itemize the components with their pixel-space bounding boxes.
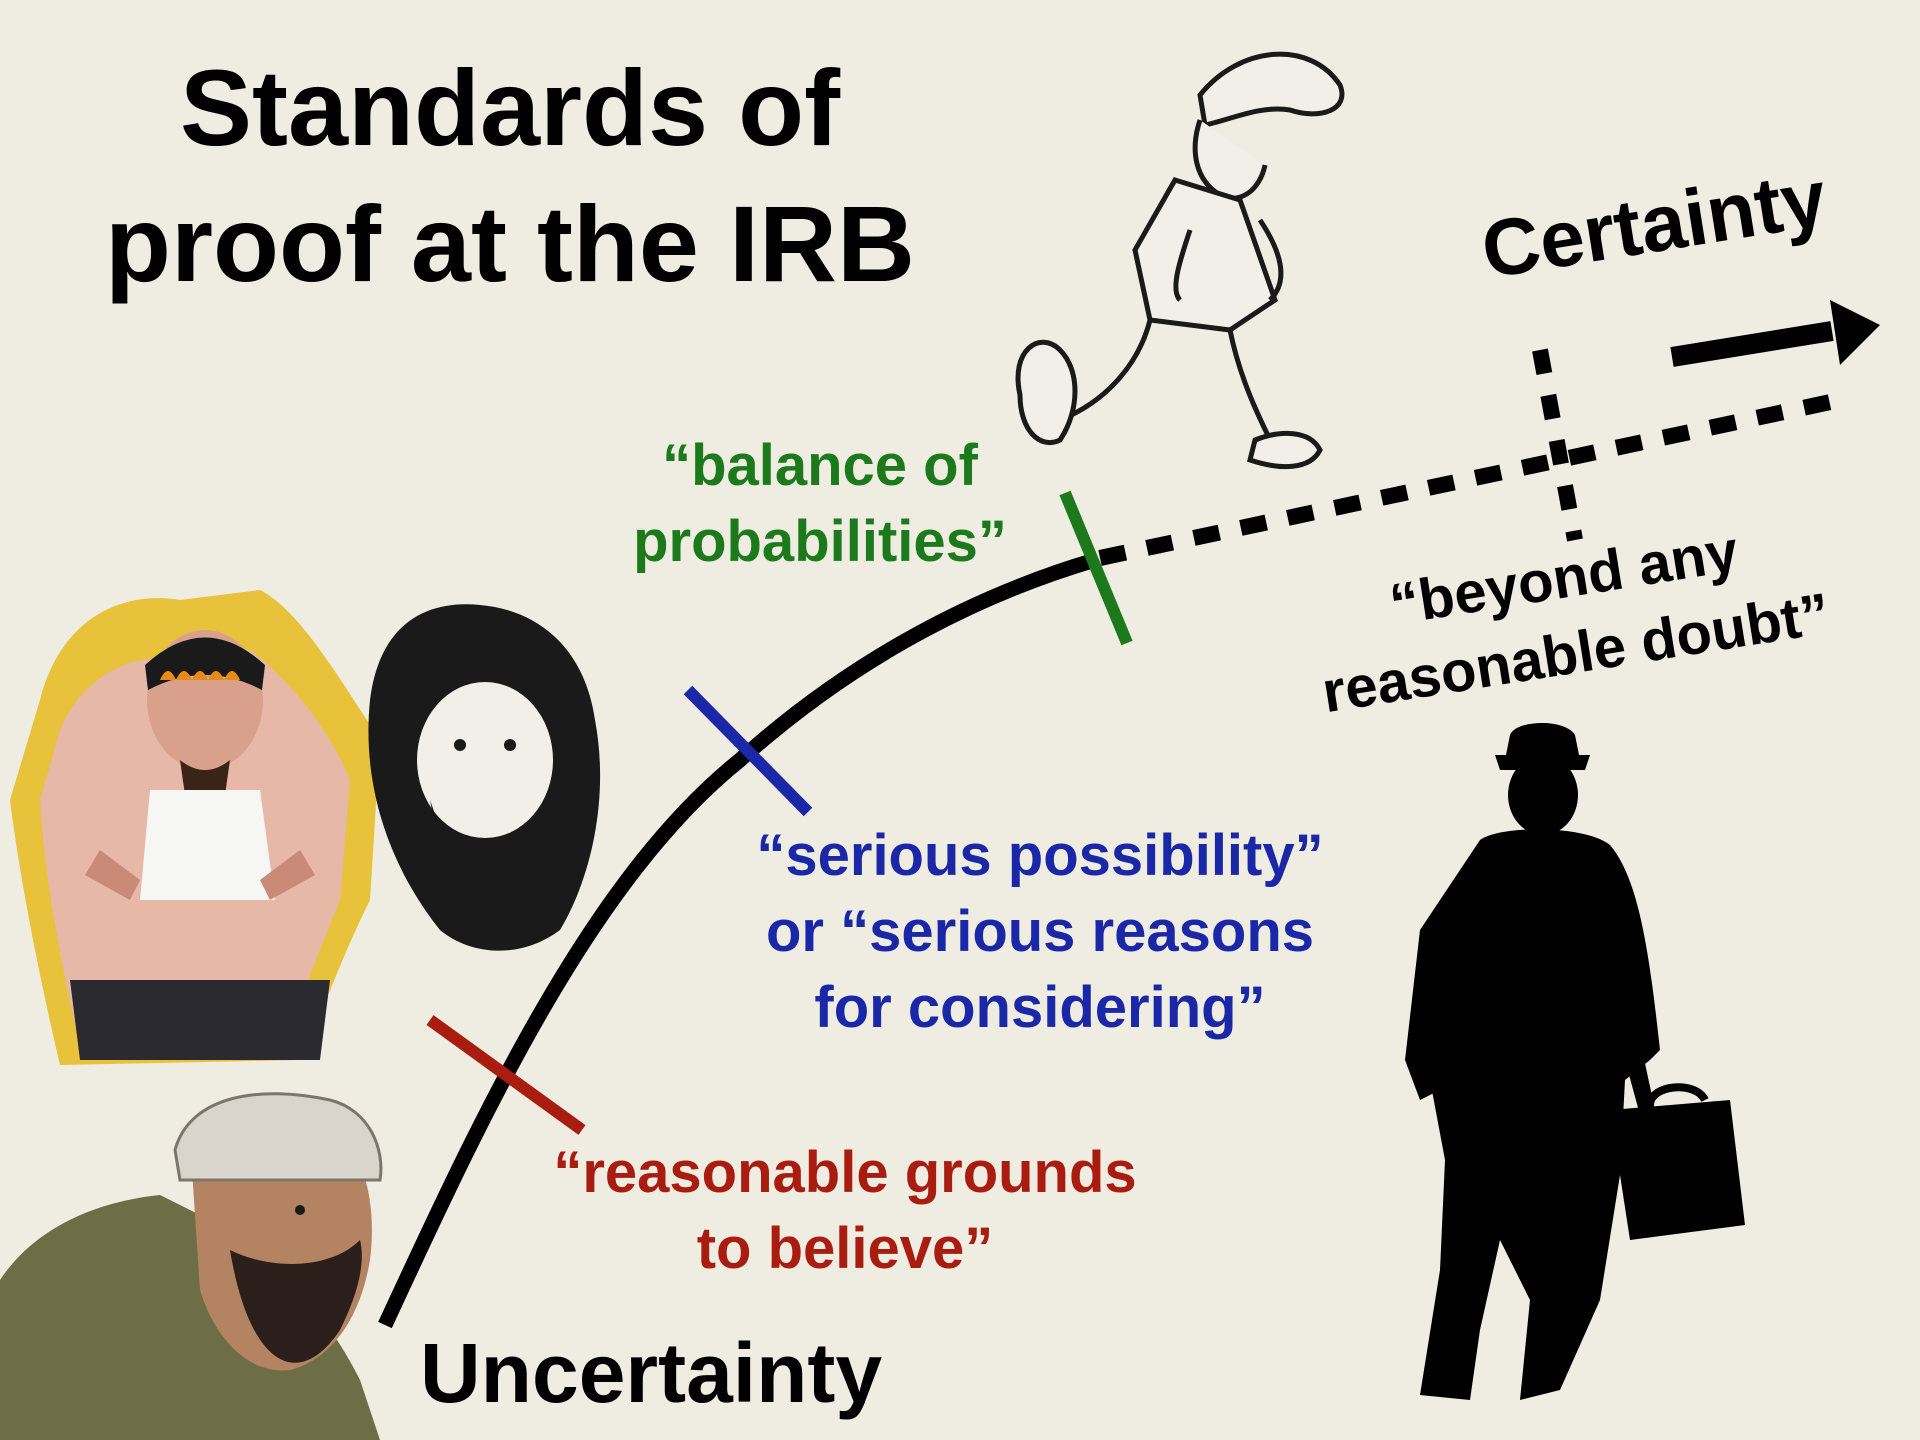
serious-possibility-label: “serious possibility” or “serious reason… [700, 818, 1380, 1046]
reasonable-line-2: to believe” [696, 1216, 994, 1281]
serious-possibility-tick [683, 685, 813, 817]
reasonable-grounds-tick [426, 1015, 586, 1135]
businessman-silhouette [1405, 722, 1745, 1400]
bearded-dreadlocks-face-illustration [368, 604, 601, 951]
uncertainty-curve [378, 552, 1098, 1329]
balance-of-probabilities-label: “balance of probabilities” [600, 428, 1040, 580]
serious-line-3: for considering” [814, 975, 1266, 1040]
balance-tick [1059, 490, 1133, 646]
reasonable-line-1: “reasonable grounds [553, 1140, 1137, 1205]
uncertainty-label: Uncertainty [420, 1326, 883, 1420]
reasonable-grounds-label: “reasonable grounds to believe” [500, 1135, 1190, 1287]
certainty-dotted-line [1098, 392, 1842, 566]
balance-line-1: “balance of [662, 433, 978, 498]
title-line-2: proof at the IRB [105, 183, 915, 304]
title-line-1: Standards of [179, 47, 841, 168]
beyond-doubt-dotted-marker [1532, 348, 1583, 542]
walking-hiker-cartoon [1015, 51, 1345, 470]
bearded-man-kufi-illustration [0, 1092, 383, 1440]
serious-line-2: or “serious reasons [766, 899, 1314, 964]
certainty-arrow [1670, 300, 1880, 367]
page-title: Standards of proof at the IRB [60, 40, 960, 312]
serious-line-1: “serious possibility” [756, 823, 1324, 888]
balance-line-2: probabilities” [633, 509, 1007, 574]
person-headband-illustration [10, 590, 380, 1065]
